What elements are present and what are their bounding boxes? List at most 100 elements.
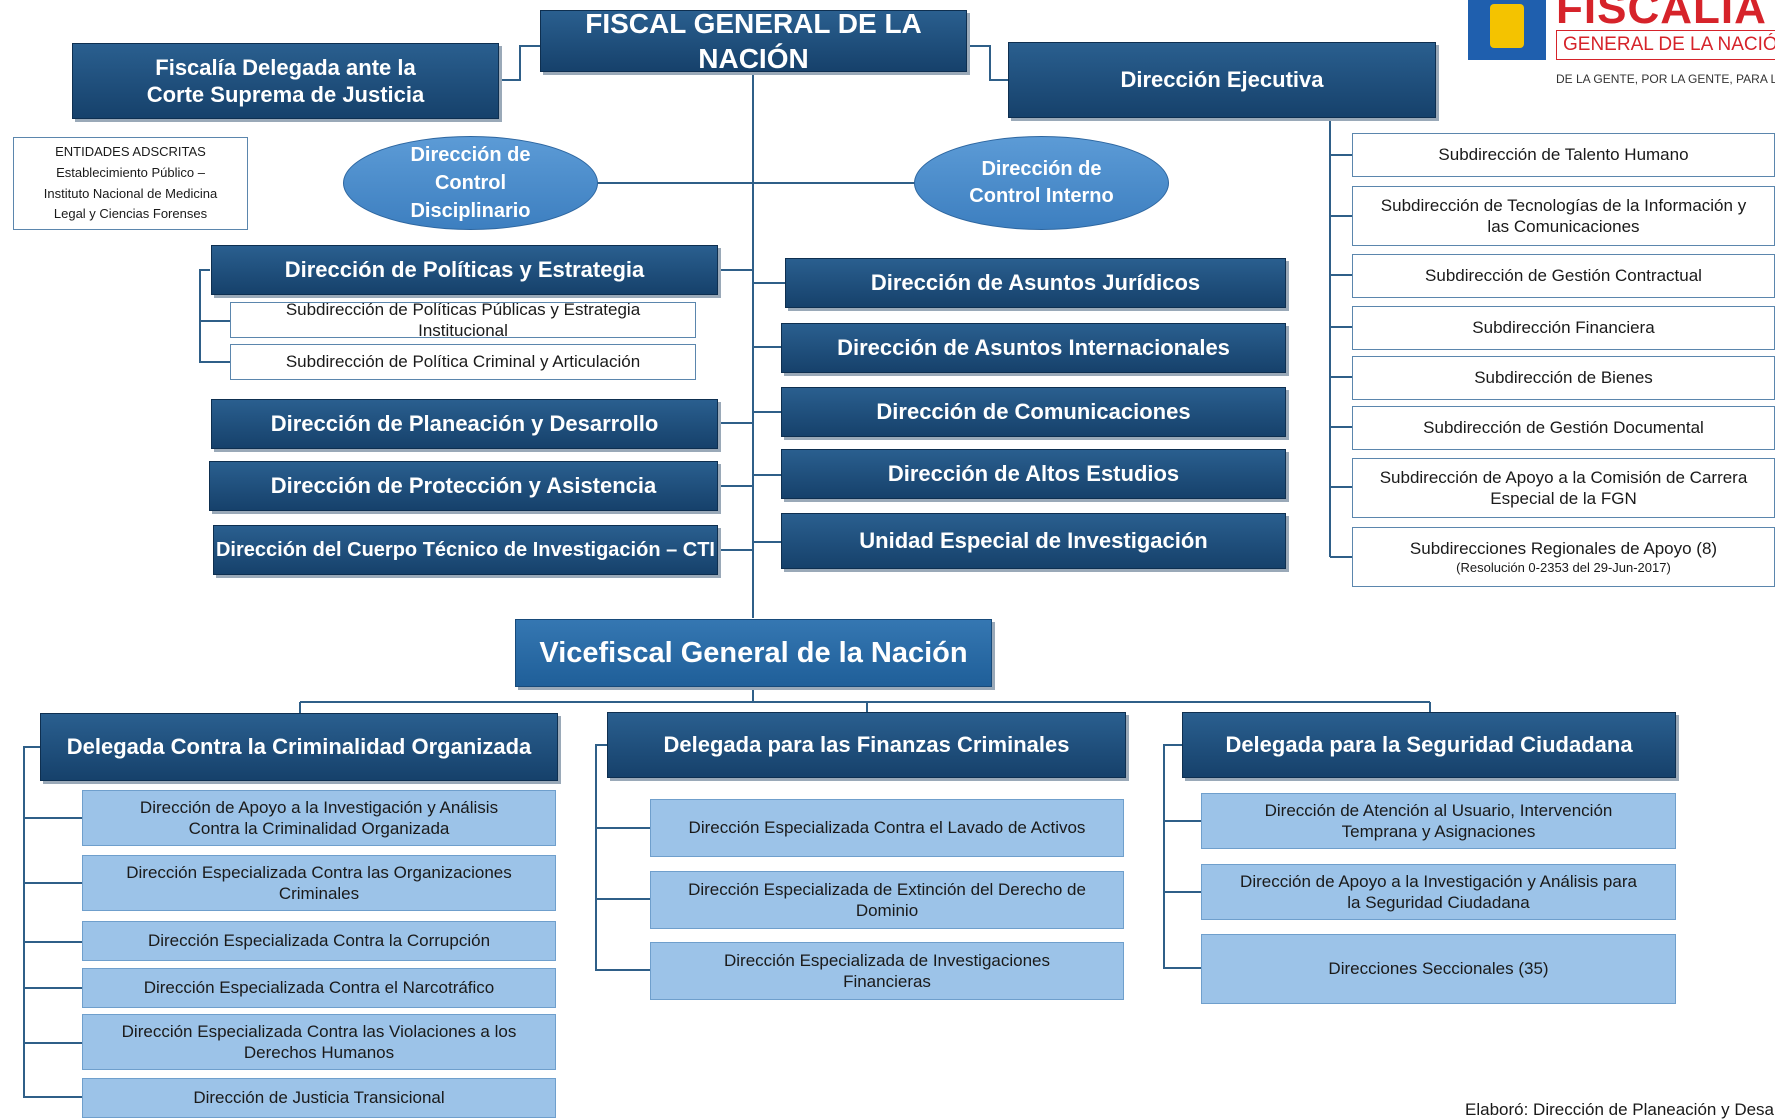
planeacion-desarrollo-box: Dirección de Planeación y Desarrollo [211,399,718,449]
sub-bienes-label: Subdirección de Bienes [1474,368,1653,388]
sub-tecnologias-line2: las Comunicaciones [1487,217,1640,236]
criminalidad-item-organizaciones-line1: Dirección Especializada Contra las Organ… [126,862,512,882]
disciplinario-line3: Disciplinario [410,200,531,222]
sub-regionales-line2: (Resolución 0-2353 del 29-Jun-2017) [1456,559,1671,575]
entidades-adscritas-box: ENTIDADES ADSCRITAS Establecimiento Públ… [13,137,248,230]
finanzas-item-lavado: Dirección Especializada Contra el Lavado… [650,799,1124,857]
vicefiscal-label: Vicefiscal General de la Nación [539,636,968,669]
comunicaciones-label: Dirección de Comunicaciones [876,399,1191,425]
delegada-seguridad-box: Delegada para la Seguridad Ciudadana [1182,712,1676,778]
asuntos-internacionales-box: Dirección de Asuntos Internacionales [781,323,1286,373]
criminalidad-item-justicia-transicional: Dirección de Justicia Transicional [82,1078,556,1118]
criminalidad-item-justicia-transicional-label: Dirección de Justicia Transicional [193,1088,445,1108]
finanzas-item-investigaciones-line2: Financieras [843,972,931,991]
proteccion-asistencia-label: Dirección de Protección y Asistencia [270,473,657,499]
criminalidad-item-narcotrafico: Dirección Especializada Contra el Narcot… [82,968,556,1008]
entidades-line4: Legal y Ciencias Forenses [53,206,208,222]
altos-estudios-box: Dirección de Altos Estudios [781,449,1286,499]
proteccion-asistencia-box: Dirección de Protección y Asistencia [209,461,718,511]
criminalidad-item-apoyo: Dirección de Apoyo a la Investigación y … [82,790,556,846]
sub-tecnologias-line1: Subdirección de Tecnologías de la Inform… [1380,195,1747,215]
finanzas-item-lavado-label: Dirección Especializada Contra el Lavado… [688,818,1086,838]
criminalidad-item-ddhh-line2: Derechos Humanos [243,1043,395,1062]
sub-bienes-box: Subdirección de Bienes [1352,356,1775,400]
footer-credit: Elaboró: Dirección de Planeación y Desar… [1465,1100,1775,1119]
delegada-finanzas-label: Delegada para las Finanzas Criminales [663,732,1070,758]
finanzas-item-extincion: Dirección Especializada de Extinción del… [650,871,1124,929]
criminalidad-item-apoyo-line1: Dirección de Apoyo a la Investigación y … [139,797,499,817]
vicefiscal-box: Vicefiscal General de la Nación [515,619,992,687]
fiscalia-delegada-line1: Fiscalía Delegada ante la [155,54,416,80]
disciplinario-line2: Control [434,172,507,194]
logo-word: FISCALÍA [1556,0,1767,33]
unidad-especial-box: Unidad Especial de Investigación [781,513,1286,569]
sub-talento-humano-label: Subdirección de Talento Humano [1438,145,1689,165]
sub-regionales-box: Subdirecciones Regionales de Apoyo (8) (… [1352,527,1775,587]
seguridad-item-atencion-line2: Temprana y Asignaciones [1341,822,1536,841]
criminalidad-item-narcotrafico-label: Dirección Especializada Contra el Narcot… [143,978,495,998]
asuntos-juridicos-label: Dirección de Asuntos Jurídicos [870,270,1201,296]
finanzas-item-extincion-line1: Dirección Especializada de Extinción del… [688,879,1086,899]
finanzas-item-extincion-line2: Dominio [855,901,919,920]
sub-politica-criminal-box: Subdirección de Política Criminal y Arti… [230,344,696,380]
cti-box: Dirección del Cuerpo Técnico de Investig… [213,525,718,575]
logo: FISCALÍA GENERAL DE LA NACIÓN DE LA GENT… [1468,0,1775,100]
control-disciplinario-oval: Dirección de Control Disciplinario [343,136,598,230]
criminalidad-item-corrupcion-label: Dirección Especializada Contra la Corrup… [147,931,491,951]
logo-subtitle: GENERAL DE LA NACIÓN [1556,30,1775,60]
delegada-criminalidad-label: Delegada Contra la Criminalidad Organiza… [66,734,532,760]
cti-label: Dirección del Cuerpo Técnico de Investig… [215,538,715,561]
seguridad-item-seccionales: Direcciones Seccionales (35) [1201,934,1676,1004]
sub-gestion-contractual-label: Subdirección de Gestión Contractual [1425,266,1702,286]
seguridad-item-atencion: Dirección de Atención al Usuario, Interv… [1201,793,1676,849]
sub-financiera-label: Subdirección Financiera [1472,318,1655,338]
sub-politica-criminal-label: Subdirección de Política Criminal y Arti… [285,352,641,372]
entidades-line2: Establecimiento Público – [56,164,205,180]
interno-line2: Control Interno [969,185,1114,207]
sub-financiera-box: Subdirección Financiera [1352,306,1775,350]
politicas-estrategia-label: Dirección de Políticas y Estrategia [284,257,645,283]
seguridad-item-apoyo-line2: la Seguridad Ciudadana [1347,893,1530,912]
criminalidad-item-ddhh: Dirección Especializada Contra las Viola… [82,1014,556,1070]
sub-tecnologias-box: Subdirección de Tecnologías de la Inform… [1352,186,1775,246]
logo-slogan: DE LA GENTE, POR LA GENTE, PARA LA GENTE [1556,72,1775,86]
sub-gestion-documental-label: Subdirección de Gestión Documental [1423,418,1704,438]
sub-comision-carrera-box: Subdirección de Apoyo a la Comisión de C… [1352,458,1775,518]
finanzas-item-investigaciones-line1: Dirección Especializada de Investigacion… [723,950,1050,970]
entidades-line3: Instituto Nacional de Medicina [43,185,218,201]
control-interno-oval: Dirección de Control Interno [914,136,1169,230]
criminalidad-item-apoyo-line2: Contra la Criminalidad Organizada [188,819,450,838]
seguridad-item-apoyo-line1: Dirección de Apoyo a la Investigación y … [1240,871,1637,891]
delegada-criminalidad-box: Delegada Contra la Criminalidad Organiza… [40,713,558,781]
disciplinario-line1: Dirección de [410,144,531,166]
sub-regionales-line1: Subdirecciones Regionales de Apoyo (8) [1409,539,1718,559]
entidades-line1: ENTIDADES ADSCRITAS [55,143,206,159]
seguridad-item-seccionales-label: Direcciones Seccionales (35) [1328,959,1549,979]
seguridad-item-atencion-line1: Dirección de Atención al Usuario, Interv… [1264,800,1613,820]
planeacion-desarrollo-label: Dirección de Planeación y Desarrollo [270,411,659,437]
sub-politicas-publicas-box: Subdirección de Políticas Públicas y Est… [230,300,696,340]
sub-gestion-contractual-box: Subdirección de Gestión Contractual [1352,254,1775,298]
finanzas-item-investigaciones: Dirección Especializada de Investigacion… [650,942,1124,1000]
criminalidad-item-organizaciones: Dirección Especializada Contra las Organ… [82,855,556,911]
sub-gestion-documental-box: Subdirección de Gestión Documental [1352,406,1775,450]
fiscalia-delegada-line2: Corte Suprema de Justicia [146,82,425,107]
fiscal-general-label: FISCAL GENERAL DE LA NACIÓN [585,8,922,74]
sub-politicas-publicas-label: Subdirección de Políticas Públicas y Est… [285,299,641,340]
politicas-estrategia-box: Dirección de Políticas y Estrategia [211,245,718,295]
delegada-seguridad-label: Delegada para la Seguridad Ciudadana [1225,732,1633,758]
comunicaciones-box: Dirección de Comunicaciones [781,387,1286,437]
criminalidad-item-ddhh-line1: Dirección Especializada Contra las Viola… [121,1021,517,1041]
direccion-ejecutiva-box: Dirección Ejecutiva [1008,42,1436,118]
direccion-ejecutiva-label: Dirección Ejecutiva [1120,67,1324,93]
unidad-especial-label: Unidad Especial de Investigación [859,528,1208,554]
sub-comision-carrera-line2: Especial de la FGN [1490,489,1637,508]
sub-comision-carrera-line1: Subdirección de Apoyo a la Comisión de C… [1379,467,1748,487]
criminalidad-item-organizaciones-line2: Criminales [278,884,360,903]
interno-line1: Dirección de [981,158,1102,180]
fiscalia-delegada-box: Fiscalía Delegada ante la Corte Suprema … [72,43,499,119]
sub-talento-humano-box: Subdirección de Talento Humano [1352,133,1775,177]
asuntos-internacionales-label: Dirección de Asuntos Internacionales [837,335,1230,361]
asuntos-juridicos-box: Dirección de Asuntos Jurídicos [785,258,1286,308]
